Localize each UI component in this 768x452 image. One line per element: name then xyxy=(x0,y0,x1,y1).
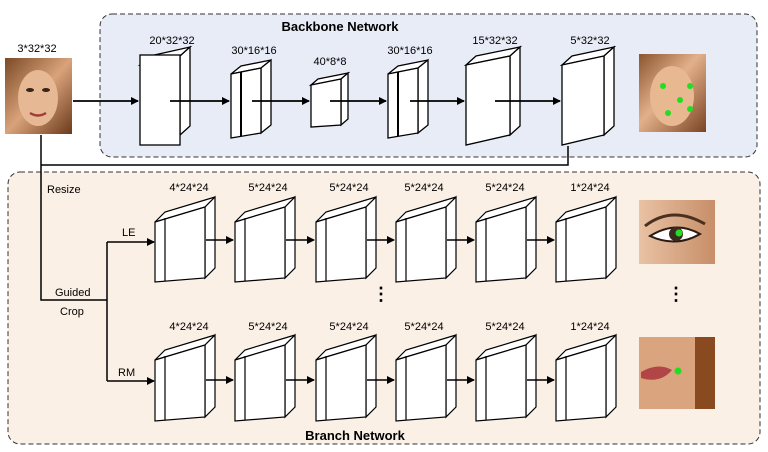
backbone-output-face-image xyxy=(639,54,706,132)
le-label: LE xyxy=(122,227,135,239)
rm-block xyxy=(234,333,296,422)
le-block xyxy=(475,195,537,283)
backbone-block xyxy=(308,71,351,128)
backbone-block xyxy=(559,45,617,146)
rm-layer-label: 5*24*24 xyxy=(404,321,443,333)
rm-block xyxy=(555,333,617,422)
rm-layer-label: 4*24*24 xyxy=(169,321,208,333)
backbone-layer-label: 30*16*16 xyxy=(231,45,276,57)
rm-layer-label: 5*24*24 xyxy=(248,321,287,333)
input-face-image xyxy=(5,58,72,134)
le-layer-label: 5*24*24 xyxy=(404,182,443,194)
left-eye-crop-image xyxy=(639,200,715,264)
crop-label: Crop xyxy=(60,306,84,318)
rm-layer-label: 1*24*24 xyxy=(570,321,609,333)
le-block xyxy=(555,195,617,283)
backbone-title: Backbone Network xyxy=(281,19,399,34)
ellipsis-mark: ⋮ xyxy=(372,284,390,304)
rm-block xyxy=(395,333,457,422)
backbone-layer-label: 40*8*8 xyxy=(313,56,346,68)
le-layer-label: 1*24*24 xyxy=(570,182,609,194)
backbone-block xyxy=(230,58,272,139)
le-block xyxy=(315,195,377,283)
right-mouth-crop-image xyxy=(639,337,715,409)
backbone-block xyxy=(387,58,429,139)
le-block xyxy=(154,195,216,283)
backbone-layer-label: 20*32*32 xyxy=(149,35,194,47)
rm-block xyxy=(154,333,216,422)
le-block xyxy=(234,195,296,283)
branch-title: Branch Network xyxy=(305,428,405,443)
backbone-layer-label: 30*16*16 xyxy=(387,45,432,57)
rm-label: RM xyxy=(118,367,135,379)
le-block xyxy=(395,195,457,283)
backbone-block xyxy=(463,45,523,146)
le-layer-label: 5*24*24 xyxy=(248,182,287,194)
rm-layer-label: 5*24*24 xyxy=(329,321,368,333)
backbone-layer-label: 15*32*32 xyxy=(472,35,517,47)
connector-lines xyxy=(40,135,569,381)
rm-block xyxy=(315,333,377,422)
resize-label: Resize xyxy=(47,184,81,196)
rm-block xyxy=(475,333,537,422)
branch-entry-arrow xyxy=(107,238,155,385)
backbone-layer-label: 5*32*32 xyxy=(570,35,609,47)
backbone-block xyxy=(137,45,193,146)
rm-layer-label: 5*24*24 xyxy=(485,321,524,333)
guided-label: Guided xyxy=(55,287,90,299)
le-layer-label: 5*24*24 xyxy=(485,182,524,194)
le-layer-label: 5*24*24 xyxy=(329,182,368,194)
le-layer-label: 4*24*24 xyxy=(169,182,208,194)
input-size-label: 3*32*32 xyxy=(17,43,56,55)
ellipsis-mark: ⋮ xyxy=(667,284,685,304)
